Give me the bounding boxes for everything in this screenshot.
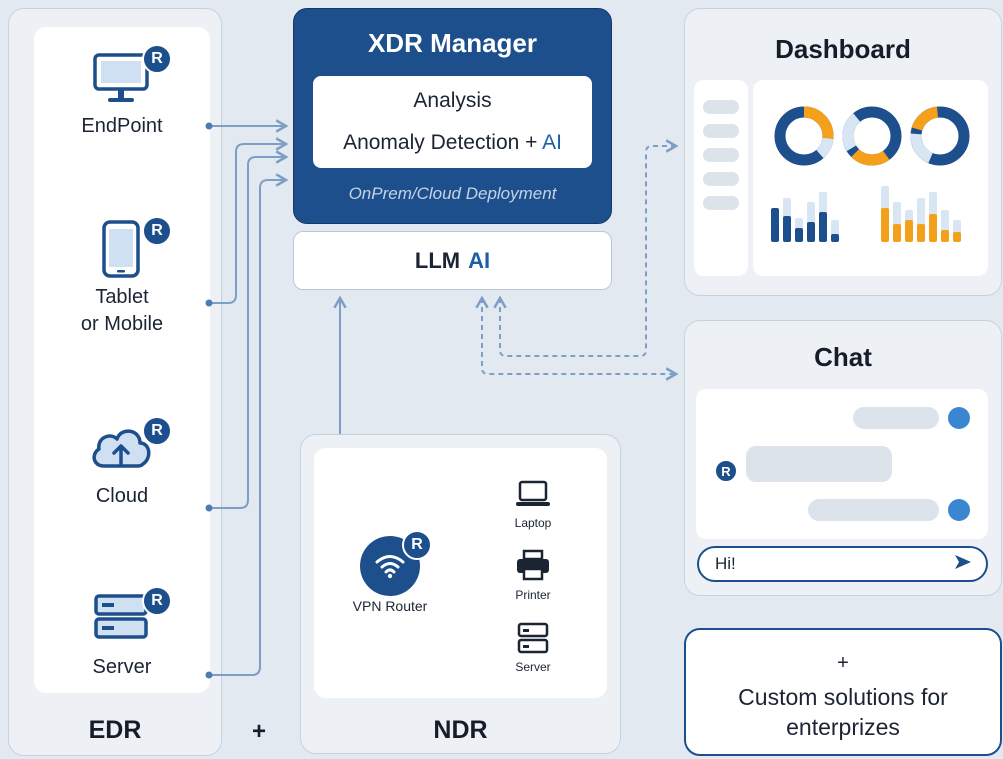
chat-r-badge: R [714,459,738,483]
endpoint-r-badge: R [142,44,172,74]
dashboard-charts [753,80,988,281]
bar-chart-blue [771,192,839,242]
router-r-badge: R [402,530,432,560]
server-connector [209,173,289,676]
dashboard-sidebar-item [703,172,739,186]
chat-input-text[interactable]: Hi! [715,554,736,573]
chat-input[interactable]: Hi! [697,546,988,582]
donut-chart-3 [910,106,970,166]
ndr-server-label: Server [515,660,551,674]
printer-label: Printer [515,588,551,602]
xdr-anomaly-text: Anomaly Detection + [343,131,543,154]
laptop-icon [514,479,552,514]
send-icon[interactable] [954,554,972,575]
tablet-label-line2: or Mobile [80,313,164,335]
custom-plus: + [837,652,849,674]
dashboard-title: Dashboard [775,34,911,64]
server-r-badge: R [142,586,172,616]
custom-solutions-box [684,628,1002,756]
monitor-icon [92,52,150,111]
donut-chart-2 [842,106,902,166]
dashboard-sidebar-item [703,148,739,162]
cloud-r-badge: R [142,416,172,446]
donut-chart-1 [774,106,834,166]
chat-bubble-user [853,407,939,429]
dashboard-sidebar-item [703,100,739,114]
llm-box: LLM AI [293,231,612,290]
user-avatar [948,499,970,521]
dashboard-sidebar-item [703,124,739,138]
cloud-label: Cloud [95,485,149,507]
endpoint-label: EndPoint [81,115,163,137]
tablet-icon [101,219,141,284]
router-label: VPN Router [352,598,428,614]
xdr-analysis: Analysis [413,89,492,112]
edr-title: EDR [88,716,142,744]
plus-sign: + [252,718,267,745]
laptop-label: Laptop [514,516,552,530]
xdr-deployment: OnPrem/Cloud Deployment [348,184,557,203]
llm-ai: AI [468,247,491,273]
xdr-title: XDR Manager [367,28,538,58]
xdr-analysis-box [313,76,592,168]
printer-icon [514,549,552,586]
server-label: Server [92,656,152,678]
cloud-upload-icon [88,420,154,477]
xdr-anomaly-line: Anomaly Detection + AI [313,131,592,155]
dashboard-sidebar-item [703,196,739,210]
llm-chat-connector [475,295,679,381]
ndr-title: NDR [433,716,488,744]
chat-bubble-user [808,499,939,521]
custom-line2: enterprizes [786,714,900,740]
tablet-label-line1: Tablet [95,286,149,308]
ndr-server-icon [517,622,549,659]
cloud-connector [209,150,289,509]
chat-title: Chat [814,342,872,372]
custom-line1: Custom solutions for [738,684,948,710]
llm-label: LLM [414,247,461,273]
tablet-connector [209,137,289,304]
chat-bubble-bot [746,446,892,482]
user-avatar [948,407,970,429]
tablet-r-badge: R [142,216,172,246]
bar-chart-orange [881,186,961,242]
xdr-anomaly-ai: AI [542,131,562,154]
edr-device-list [34,27,210,693]
